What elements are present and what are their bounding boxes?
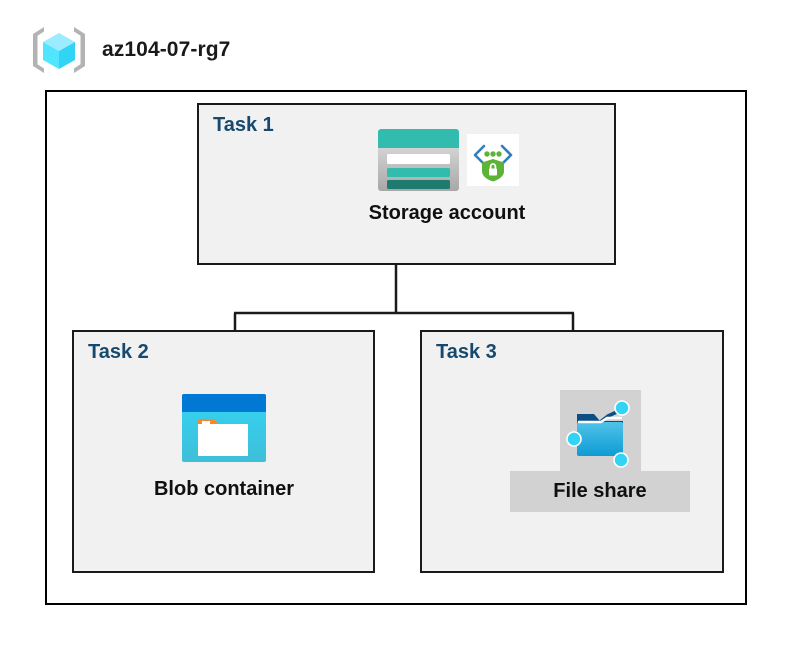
storage-account-icon <box>377 129 459 191</box>
resource-group-header: az104-07-rg7 <box>30 24 230 76</box>
file-share-icon-highlight <box>559 390 641 471</box>
task-panel-task2[interactable]: Task 2 Blob container <box>72 330 375 573</box>
node-storage-account[interactable]: Storage account <box>352 127 542 225</box>
task-panel-task3[interactable]: Task 3 <box>420 330 724 573</box>
azure-resource-group-icon <box>33 27 85 73</box>
task-label-1: Task 1 <box>213 114 274 136</box>
task-label-3: Task 3 <box>436 341 497 363</box>
page-title: az104-07-rg7 <box>102 38 231 61</box>
file-share-icon <box>566 399 630 468</box>
node-blob-container[interactable]: Blob container <box>124 390 324 501</box>
file-share-caption-highlight: File share <box>510 471 690 512</box>
node-file-share[interactable]: File share <box>510 390 690 512</box>
blob-container-icon <box>182 394 266 462</box>
task-label-2: Task 2 <box>88 341 149 363</box>
task-panel-task1[interactable]: Task 1 <box>197 103 616 265</box>
storage-security-icon <box>466 134 519 186</box>
node-caption-blob-container: Blob container <box>153 478 294 500</box>
node-caption-storage-account: Storage account <box>368 202 526 224</box>
node-caption-file-share: File share <box>553 480 647 502</box>
storage-icon-group <box>376 127 519 193</box>
